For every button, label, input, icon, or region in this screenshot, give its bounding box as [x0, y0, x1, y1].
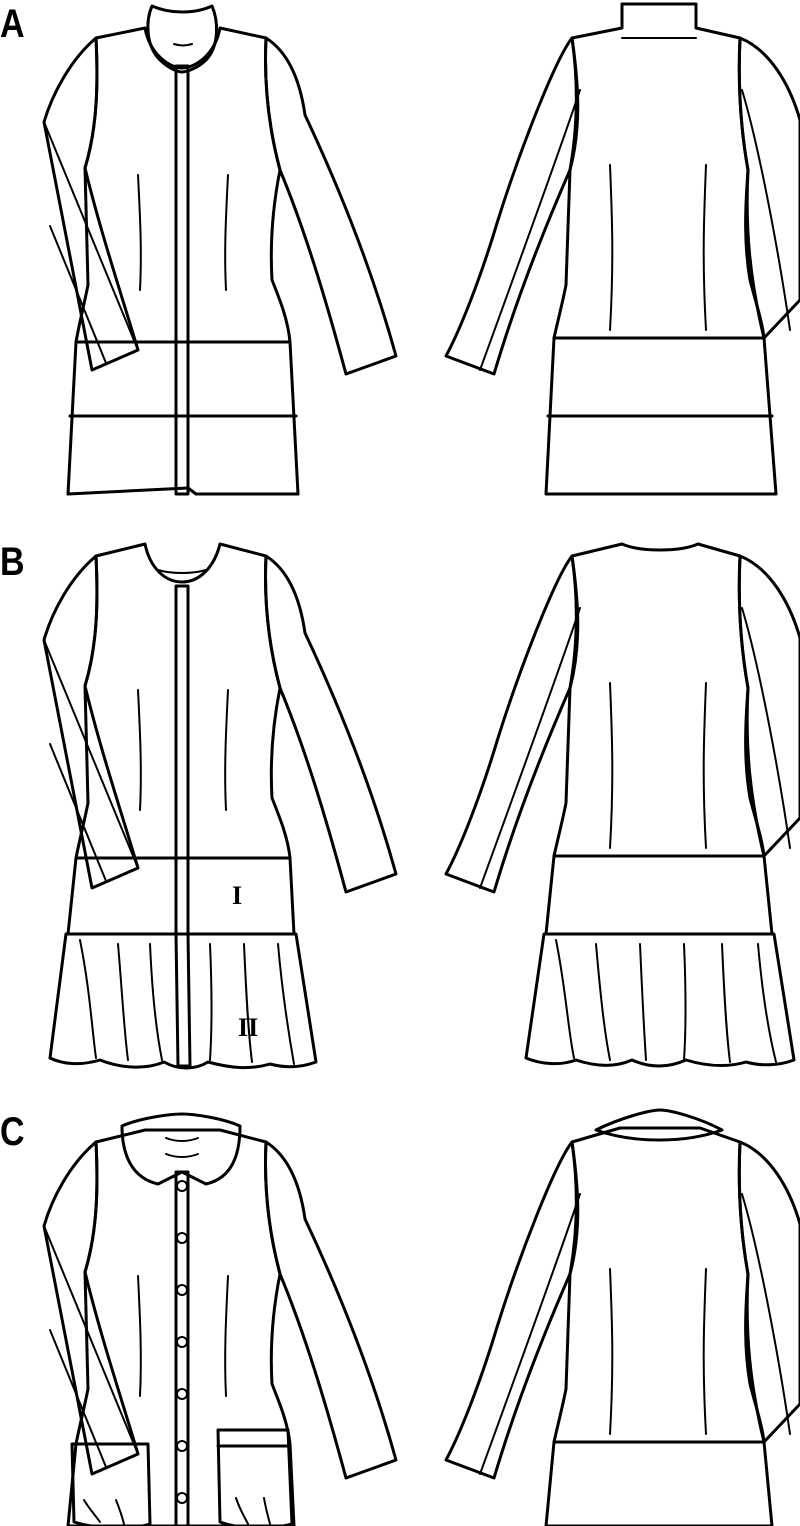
view-b-front: I II: [42, 542, 398, 1070]
piece-label-i: I: [232, 881, 242, 910]
view-b-back: [444, 542, 800, 1068]
view-a-front: [42, 4, 398, 496]
piece-label-ii: II: [238, 1013, 258, 1042]
view-label-b: B: [0, 540, 25, 584]
view-c-front: [42, 1112, 398, 1526]
button-2: [176, 1232, 188, 1244]
view-label-c: C: [0, 1110, 25, 1154]
button-6: [176, 1440, 188, 1452]
button-7: [176, 1492, 188, 1504]
left-pocket: [70, 1442, 152, 1526]
view-label-a: A: [0, 2, 25, 46]
buttons: [176, 1180, 188, 1504]
button-5: [176, 1388, 188, 1400]
view-a-back: [444, 2, 800, 496]
right-pocket: [216, 1428, 294, 1526]
button-4: [176, 1336, 188, 1348]
button-3: [176, 1284, 188, 1296]
view-c-back: [444, 1108, 800, 1526]
button-1: [176, 1180, 188, 1192]
